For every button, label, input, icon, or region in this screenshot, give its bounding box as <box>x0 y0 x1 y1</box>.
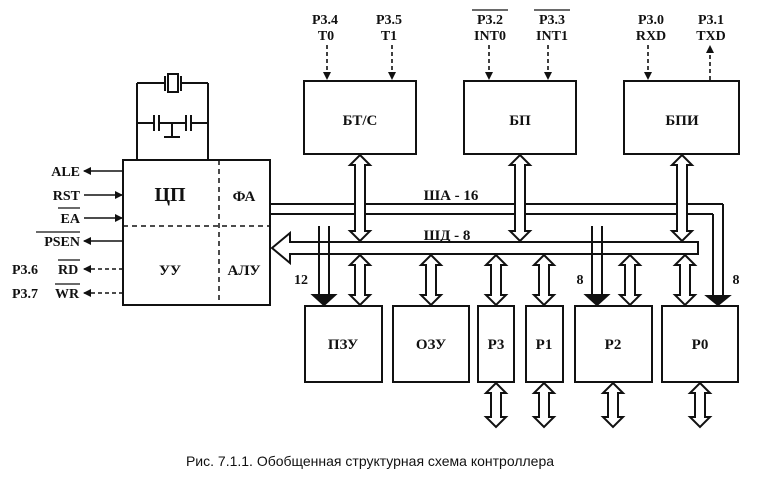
p0-address-width: 8 <box>733 273 740 288</box>
pin-p33: P3.3 <box>539 13 565 28</box>
timer-counter-block <box>303 80 417 155</box>
port-p1-block <box>525 305 564 383</box>
arrow-bus-p1 <box>531 253 557 307</box>
arrow-p2-external <box>600 381 626 429</box>
timer-counter-label: БТ/С <box>343 113 378 129</box>
signal-ale: ALE <box>51 165 80 180</box>
arrow-bus-p0 <box>672 253 698 307</box>
address-bus <box>270 203 732 307</box>
port-p1-label: P1 <box>536 337 553 353</box>
arrow-bus-p2 <box>617 253 643 307</box>
pin-txd: TXD <box>696 29 726 44</box>
port-p2-label: P2 <box>605 337 622 353</box>
arrow-bp-bus <box>507 153 533 243</box>
signal-p37-name: WR <box>55 287 80 302</box>
cpu-title: ЦП <box>154 184 186 206</box>
pin-int0: INT0 <box>474 29 506 44</box>
arrow-bus-rom <box>347 253 373 307</box>
arrow-p3-external <box>483 381 509 429</box>
arrow-bus-ram <box>418 253 444 307</box>
port-p3-label: P3 <box>488 337 505 353</box>
pin-p32: P3.2 <box>477 13 503 28</box>
signal-p37-prefix: P3.7 <box>12 287 38 302</box>
pzu-address-line <box>310 226 338 307</box>
rom-label: ПЗУ <box>328 337 358 353</box>
crystal-oscillator <box>136 73 209 160</box>
pin-int1: INT1 <box>536 29 568 44</box>
arrow-p1-external <box>531 381 557 429</box>
port-p3-block <box>477 305 515 383</box>
cpu-block <box>122 159 271 306</box>
figure-caption: Рис. 7.1.1. Обобщенная структурная схема… <box>186 453 554 469</box>
arrow-btc-bus <box>347 153 373 243</box>
pin-p34: P3.4 <box>312 13 338 28</box>
serial-port-block <box>623 80 740 155</box>
signal-psen: PSEN <box>44 235 80 250</box>
signal-p36-name: RD <box>58 263 78 278</box>
pzu-address-width: 12 <box>294 273 308 288</box>
cpu-alu-label: АЛУ <box>227 263 260 279</box>
p2-address-line <box>583 226 611 307</box>
data-bus <box>270 230 699 266</box>
interrupt-block <box>463 80 577 155</box>
ram-label: ОЗУ <box>416 337 446 353</box>
rom-block <box>304 305 383 383</box>
pin-rxd: RXD <box>636 29 666 44</box>
pin-p31: P3.1 <box>698 13 724 28</box>
pin-p35: P3.5 <box>376 13 402 28</box>
signal-rst: RST <box>53 189 81 204</box>
cpu-fa-label: ФА <box>233 189 256 205</box>
ram-block <box>392 305 470 383</box>
port-p2-block <box>574 305 653 383</box>
arrow-bus-p3 <box>483 253 509 307</box>
signal-ea: EA <box>61 212 81 227</box>
cpu-uu-label: УУ <box>159 263 181 279</box>
port-p0-label: P0 <box>692 337 709 353</box>
pin-t0: T0 <box>318 29 334 44</box>
arrow-bpi-bus <box>669 153 695 243</box>
interrupt-label: БП <box>509 113 531 129</box>
port-p0-block <box>661 305 739 383</box>
serial-port-label: БПИ <box>665 113 699 129</box>
p2-address-width: 8 <box>577 273 584 288</box>
data-bus-label: ШД - 8 <box>424 228 471 244</box>
pin-t1: T1 <box>381 29 397 44</box>
bidir-arrows <box>347 153 713 429</box>
address-bus-label: ША - 16 <box>424 188 479 204</box>
pin-p30: P3.0 <box>638 13 664 28</box>
arrow-p0-external <box>687 381 713 429</box>
signal-p36-prefix: P3.6 <box>12 263 38 278</box>
